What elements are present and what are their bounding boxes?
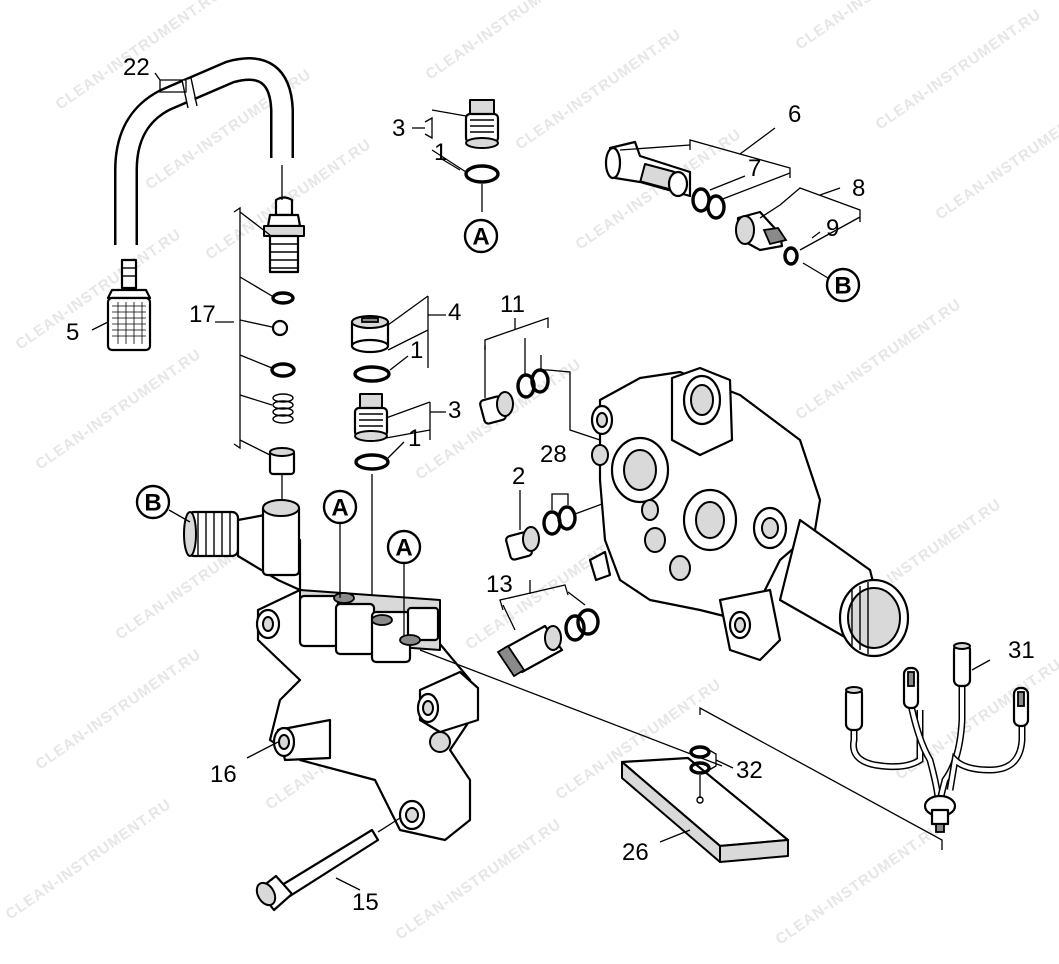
label-16: 16 [210, 761, 237, 788]
watermark: CLEAN-INSTRUMENT.RU [793, 0, 965, 53]
watermark: CLEAN-INSTRUMENT.RU [513, 26, 685, 154]
part-17-leaders [215, 211, 273, 456]
part-22-hose[interactable] [114, 57, 294, 245]
svg-text:A: A [472, 224, 489, 251]
part-8-valve-plug[interactable] [735, 210, 799, 266]
watermark: CLEAN-INSTRUMENT.RU [423, 0, 595, 83]
ref-a-top: A [463, 218, 499, 254]
pump-housing[interactable] [588, 366, 910, 662]
part-17-valve-assembly[interactable] [263, 165, 305, 500]
part-31-wire-harness[interactable] [844, 642, 1030, 833]
svg-text:B: B [834, 273, 851, 300]
part-26-plate[interactable] [620, 756, 790, 863]
label-7: 7 [748, 155, 761, 182]
label-6: 6 [788, 101, 801, 128]
watermark: CLEAN-INSTRUMENT.RU [33, 346, 205, 474]
label-32: 32 [736, 757, 763, 784]
part-15-bolt[interactable] [253, 817, 401, 912]
ref-b-left: B [135, 484, 191, 523]
part-11-valve-seal[interactable] [479, 368, 550, 425]
label-28: 28 [540, 441, 567, 468]
watermark: CLEAN-INSTRUMENT.RU [933, 96, 1059, 224]
watermark: CLEAN-INSTRUMENT.RU [873, 6, 1045, 134]
label-26: 26 [622, 839, 649, 866]
label-11: 11 [500, 291, 525, 318]
label-1-top: 1 [434, 139, 447, 166]
label-15: 15 [352, 889, 379, 916]
label-13: 13 [486, 571, 513, 598]
watermark: CLEAN-INSTRUMENT.RU [773, 821, 945, 949]
watermark-layer: CLEAN-INSTRUMENT.RU CLEAN-INSTRUMENT.RU … [3, 0, 1059, 948]
label-31: 31 [1008, 637, 1035, 664]
part-2-valve-seal[interactable] [505, 489, 641, 561]
part-5-filter[interactable] [106, 258, 152, 352]
label-8: 8 [852, 175, 865, 202]
label-1-mid: 1 [410, 337, 423, 364]
label-5: 5 [66, 319, 79, 346]
label-2: 2 [512, 463, 525, 490]
number-labels: 22 5 17 3 1 6 7 8 9 4 1 11 3 1 28 2 13 3… [66, 54, 1035, 916]
ref-a-mid-1: A [322, 489, 358, 598]
watermark: CLEAN-INSTRUMENT.RU [793, 296, 965, 424]
part-3-check-valve-top[interactable] [464, 99, 500, 212]
label-22: 22 [123, 54, 150, 81]
label-4: 4 [448, 299, 461, 326]
watermark: CLEAN-INSTRUMENT.RU [3, 796, 175, 924]
label-3-top: 3 [392, 115, 405, 142]
ref-b-right: B [825, 267, 861, 303]
label-3-mid: 3 [448, 397, 461, 424]
svg-text:A: A [331, 495, 348, 522]
part-16-pump-head[interactable] [183, 499, 480, 842]
svg-text:B: B [144, 490, 161, 517]
callout-leaders [91, 72, 991, 891]
bracket-17 [233, 206, 241, 450]
label-17: 17 [189, 301, 216, 328]
watermark: CLEAN-INSTRUMENT.RU [33, 646, 205, 774]
label-1-low: 1 [408, 425, 421, 452]
part-4-valve-cap[interactable] [350, 315, 391, 383]
ref-a-mid-2: A [386, 529, 422, 636]
watermark: CLEAN-INSTRUMENT.RU [573, 126, 745, 254]
watermark: CLEAN-INSTRUMENT.RU [13, 226, 185, 354]
part-13-unloader-valve[interactable] [496, 608, 600, 678]
part-6-pressure-valve[interactable] [604, 140, 726, 220]
label-9: 9 [826, 215, 839, 242]
svg-text:A: A [395, 535, 412, 562]
